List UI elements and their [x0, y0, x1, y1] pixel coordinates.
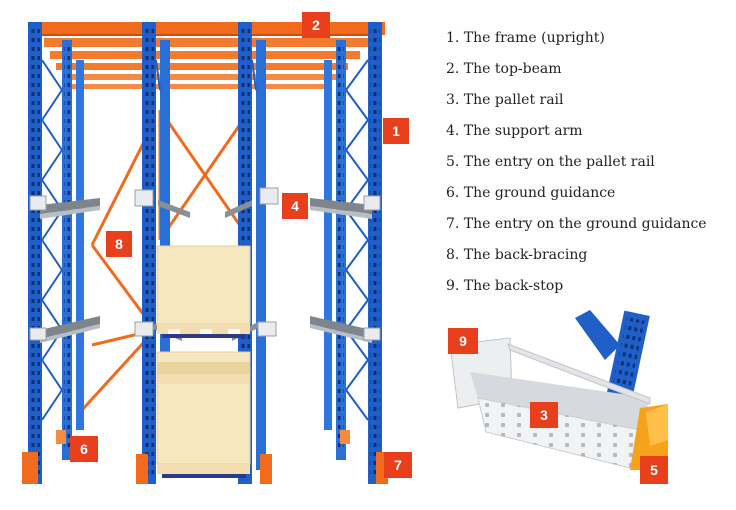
rack-structure	[22, 22, 388, 484]
badge-1: 1	[383, 118, 409, 144]
badge-6: 6	[70, 436, 98, 462]
legend-item: 4. The support arm	[446, 123, 583, 139]
svg-text:5: 5	[650, 462, 658, 478]
right-frame	[324, 22, 382, 484]
svg-text:1: 1	[392, 123, 400, 139]
legend-item: 5. The entry on the pallet rail	[446, 154, 655, 170]
svg-text:4: 4	[291, 198, 299, 214]
legend-item: 1. The frame (upright)	[446, 30, 605, 46]
svg-text:9: 9	[459, 333, 467, 349]
legend-item: 6. The ground guidance	[446, 185, 616, 201]
badge-5: 5	[640, 456, 668, 484]
component-legend: 1. The frame (upright) 2. The top-beam 3…	[446, 28, 731, 307]
left-frame	[28, 22, 84, 484]
support-arms	[29, 187, 381, 341]
badge-9: 9	[448, 328, 478, 354]
svg-text:3: 3	[540, 407, 548, 423]
svg-text:6: 6	[80, 441, 88, 457]
rail-detail-inset	[449, 310, 668, 470]
legend-item: 7. The entry on the ground guidance	[446, 216, 707, 232]
legend-item: 8. The back-bracing	[446, 247, 588, 263]
pallet-load-upper	[156, 245, 251, 338]
badge-8: 8	[106, 231, 132, 257]
legend-item: 2. The top-beam	[446, 61, 562, 77]
svg-text:8: 8	[115, 236, 123, 252]
svg-text:2: 2	[312, 17, 320, 33]
legend-item: 3. The pallet rail	[446, 92, 564, 108]
badge-3: 3	[530, 402, 558, 428]
badge-4: 4	[282, 193, 308, 219]
pallet-rail-top	[470, 372, 650, 430]
svg-text:7: 7	[394, 457, 402, 473]
badge-7: 7	[384, 452, 412, 478]
pallet-load-lower	[156, 351, 251, 478]
badge-2: 2	[302, 12, 330, 38]
legend-item: 9. The back-stop	[446, 278, 564, 294]
